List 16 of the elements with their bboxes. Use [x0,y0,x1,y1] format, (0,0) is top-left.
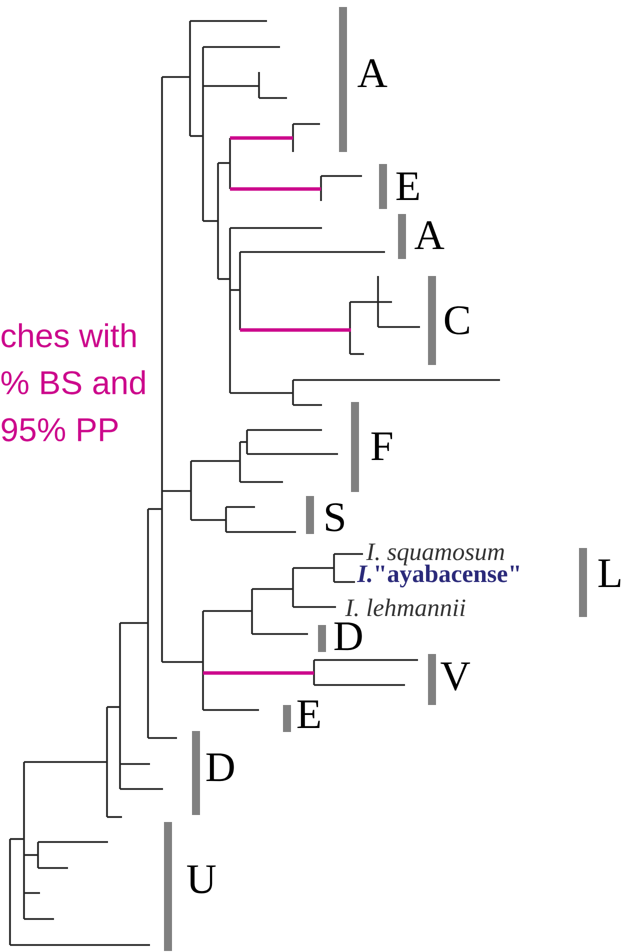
clade-label: S [326,503,344,532]
clade-label: F [371,432,392,460]
clade-label: D [206,754,234,782]
taxon-label: I. lehmannii [345,598,466,616]
taxon-label: I. squamosum [366,544,504,566]
clade-label: C [444,306,469,334]
clade-label: L [598,560,620,587]
note-text: ches with % BS and 95% PP [1,323,145,442]
clade-label: D [334,622,362,650]
clade-label: U [187,866,216,894]
clade-label: A [358,59,388,87]
clade-label: A [414,221,444,249]
taxon-label: I."ayabacense" [356,564,519,588]
clade-label: E [396,172,419,200]
clade-label: E [297,700,320,728]
clade-label: V [440,662,470,691]
